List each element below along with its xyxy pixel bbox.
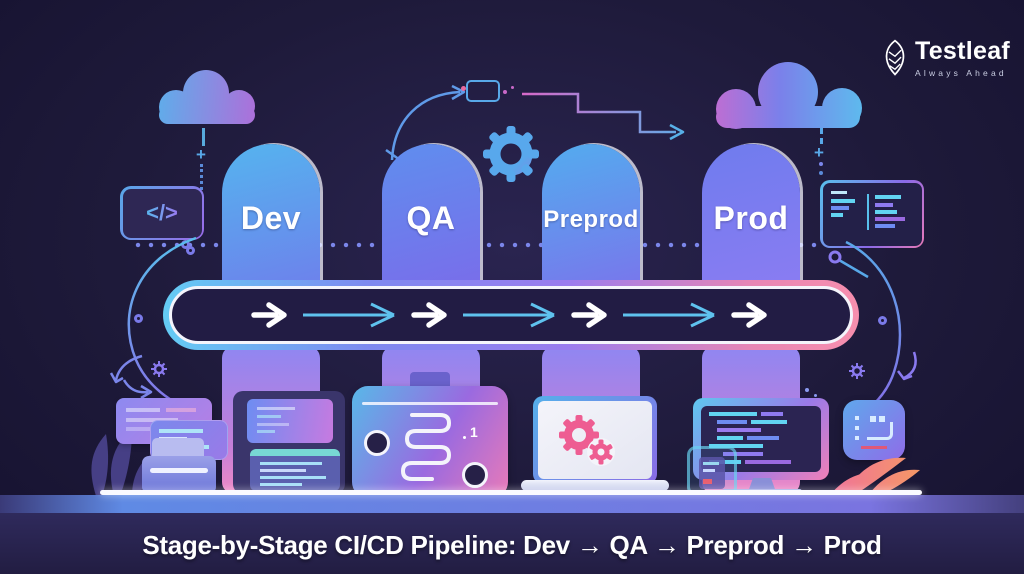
node-dot xyxy=(134,314,143,323)
machine-top-line xyxy=(362,402,498,405)
machine-dial-icon xyxy=(364,430,390,456)
leaf-icon xyxy=(885,39,905,76)
cloud-drip-line xyxy=(202,128,205,146)
mini-gear-icon xyxy=(849,363,865,379)
step-line-arrow xyxy=(522,92,685,141)
gear-icon xyxy=(559,415,615,466)
app-tile-icon xyxy=(843,400,905,460)
glass-device-icon xyxy=(687,446,737,496)
pipeline-arrow-icon xyxy=(571,302,607,328)
machine-dial-icon xyxy=(462,462,488,488)
pipeline-arrow-icon xyxy=(251,302,287,328)
dot xyxy=(814,394,817,397)
stage-label: Preprod xyxy=(543,206,639,233)
brand-tagline: Always Ahead xyxy=(915,67,1007,78)
curved-arrow-icon xyxy=(897,351,917,381)
desk-surface xyxy=(100,490,922,495)
node-link-line xyxy=(828,250,869,279)
dot xyxy=(511,86,514,89)
stage-pillar-dev: Dev xyxy=(222,144,320,294)
monitor-stand xyxy=(748,478,776,492)
gear-icon xyxy=(483,126,539,182)
stage-pillar-preprod: Preprod xyxy=(542,144,640,294)
screen-card-icon xyxy=(247,399,333,443)
node-dot xyxy=(878,316,887,325)
bracket-rect-icon xyxy=(466,80,500,102)
machine-mark: 1 xyxy=(470,424,478,440)
laptop-base xyxy=(521,480,669,491)
brand-logo: Testleaf Always Ahead xyxy=(882,38,1010,78)
printer-slot xyxy=(150,468,208,473)
mini-gear-icon xyxy=(151,361,167,377)
pipeline-flow-arrow-icon xyxy=(303,302,395,328)
cloud-icon xyxy=(716,62,862,129)
machine-squiggle-icon xyxy=(401,413,451,481)
dotted-track-line xyxy=(135,242,907,248)
printer-icon xyxy=(142,456,216,494)
cloud-icon xyxy=(159,70,255,124)
pipeline-flow-arrow-icon xyxy=(463,302,555,328)
plus-mark: + xyxy=(814,143,824,162)
stage-label: Dev xyxy=(240,200,302,236)
dot xyxy=(805,388,809,392)
pipeline-arrow-icon xyxy=(731,302,767,328)
brand-name: Testleaf xyxy=(915,36,1011,65)
screen-card-icon xyxy=(250,449,340,491)
code-window-icon xyxy=(820,180,924,248)
monitor-screen-code xyxy=(701,406,821,472)
code-box-icon: </> xyxy=(120,186,204,240)
pipeline-flow-arrow-icon xyxy=(623,302,715,328)
dot xyxy=(819,162,823,166)
floor xyxy=(0,513,1024,574)
desk-front xyxy=(0,495,1024,514)
stage-pillar-qa: QA xyxy=(382,144,480,294)
bracket-glyph xyxy=(867,422,893,440)
caption-text: Stage-by-Stage CI/CD Pipeline: Dev → QA … xyxy=(142,530,882,560)
dashed-connector xyxy=(820,128,823,144)
dot xyxy=(463,436,466,439)
stage-label: QA xyxy=(406,200,456,236)
plus-mark: + xyxy=(196,145,206,164)
pipeline-arrow-icon xyxy=(411,302,447,328)
pink-dot xyxy=(461,86,466,91)
stage-pillar-prod: Prod xyxy=(702,144,800,294)
node-dot xyxy=(186,246,195,255)
dot xyxy=(819,171,823,175)
curved-arrow-icon xyxy=(109,354,153,400)
stage-label: Prod xyxy=(713,200,789,236)
code-glyph: </> xyxy=(146,200,178,225)
dot xyxy=(503,90,507,94)
